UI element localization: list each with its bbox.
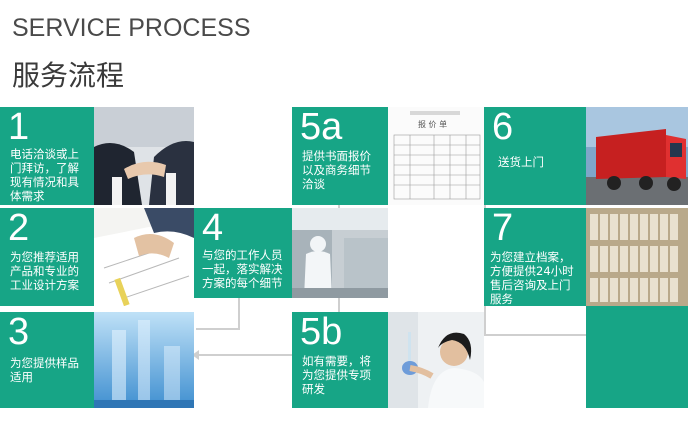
quote-document-photo: 报 价 单 [388, 107, 484, 205]
step-1-line: 现有情况和具 [10, 175, 79, 189]
archive-shelves-photo [586, 208, 688, 306]
step-5b-line: 研发 [302, 382, 325, 396]
step-2-tile: 2 为您推荐适用 产品和专业的 工业设计方案 [0, 208, 94, 306]
quote-document-heading: 报 价 单 [418, 120, 448, 129]
step-3-line: 适用 [10, 370, 33, 384]
connector-line [238, 298, 240, 328]
step-5b-tile: 5b 如有需要，将 为您提供专项 研发 [292, 312, 388, 408]
step-5a-tile: 5a 提供书面报价 以及商务细节 洽谈 [292, 107, 388, 205]
handshake-photo [94, 107, 194, 205]
step-6-tile: 6 送货上门 [484, 107, 586, 205]
step-7-line: 服务 [490, 292, 513, 306]
step-3-tile: 3 为您提供样品 适用 [0, 312, 94, 408]
step-5a-line: 以及商务细节 [302, 163, 371, 177]
step-7-number: 7 [492, 208, 514, 249]
step-1-tile: 1 电话洽谈或上 门拜访，了解 现有情况和具 体需求 [0, 107, 94, 205]
connector-line [484, 334, 586, 336]
connector-line [196, 328, 240, 330]
step-1-number: 1 [8, 107, 30, 148]
step-2-line: 工业设计方案 [10, 278, 79, 292]
header-title-en: SERVICE PROCESS [12, 14, 251, 42]
arrow-left-icon [192, 350, 199, 360]
step-5a-description: 提供书面报价 以及商务细节 洽谈 [302, 149, 371, 191]
lab-glassware-photo [94, 312, 194, 408]
step-7-description: 为您建立档案， 方便提供24小时 售后咨询及上门 服务 [490, 250, 574, 306]
step-3-description: 为您提供样品 适用 [10, 356, 79, 384]
step-7-tile: 7 为您建立档案， 方便提供24小时 售后咨询及上门 服务 [484, 208, 586, 306]
step-4-number: 4 [202, 208, 224, 249]
step-5b-line: 如有需要，将 [302, 354, 371, 368]
step-1-line: 体需求 [10, 189, 45, 203]
step-4-line: 方案的每个细节 [202, 276, 283, 290]
step-4-line: 与您的工作人员 [202, 248, 283, 262]
step-1-line: 门拜访，了解 [10, 161, 79, 175]
step-6-description: 送货上门 [498, 155, 544, 169]
step-3-number: 3 [8, 312, 30, 353]
step-6-number: 6 [492, 107, 514, 148]
step-3-line: 为您提供样品 [10, 356, 79, 370]
step-5b-number: 5b [300, 312, 343, 353]
step-4-tile: 4 与您的工作人员 一起，落实解决 方案的每个细节 [194, 208, 292, 298]
header-title-cn: 服务流程 [12, 59, 125, 92]
decorative-block [586, 306, 688, 408]
step-5b-description: 如有需要，将 为您提供专项 研发 [302, 354, 371, 396]
step-2-description: 为您推荐适用 产品和专业的 工业设计方案 [10, 250, 79, 292]
step-5a-line: 洽谈 [302, 177, 325, 191]
step-2-number: 2 [8, 208, 30, 249]
step-7-line: 为您建立档案， [490, 250, 571, 264]
step-4-description: 与您的工作人员 一起，落实解决 方案的每个细节 [202, 248, 283, 290]
step-5a-line: 提供书面报价 [302, 149, 371, 163]
step-1-description: 电话洽谈或上 门拜访，了解 现有情况和具 体需求 [10, 147, 79, 203]
step-6-line: 送货上门 [498, 155, 544, 169]
step-1-line: 电话洽谈或上 [10, 147, 79, 161]
step-7-line: 售后咨询及上门 [490, 278, 571, 292]
truck-photo [586, 107, 688, 205]
design-drawing-photo [94, 208, 194, 306]
step-2-line: 产品和专业的 [10, 264, 79, 278]
connector-line [196, 354, 292, 356]
step-2-line: 为您推荐适用 [10, 250, 79, 264]
cleanroom-photo [292, 208, 388, 298]
scientist-photo [388, 312, 484, 408]
step-7-line: 方便提供24小时 [490, 264, 574, 278]
step-5b-line: 为您提供专项 [302, 368, 371, 382]
step-5a-number: 5a [300, 107, 343, 148]
step-4-line: 一起，落实解决 [202, 262, 283, 276]
